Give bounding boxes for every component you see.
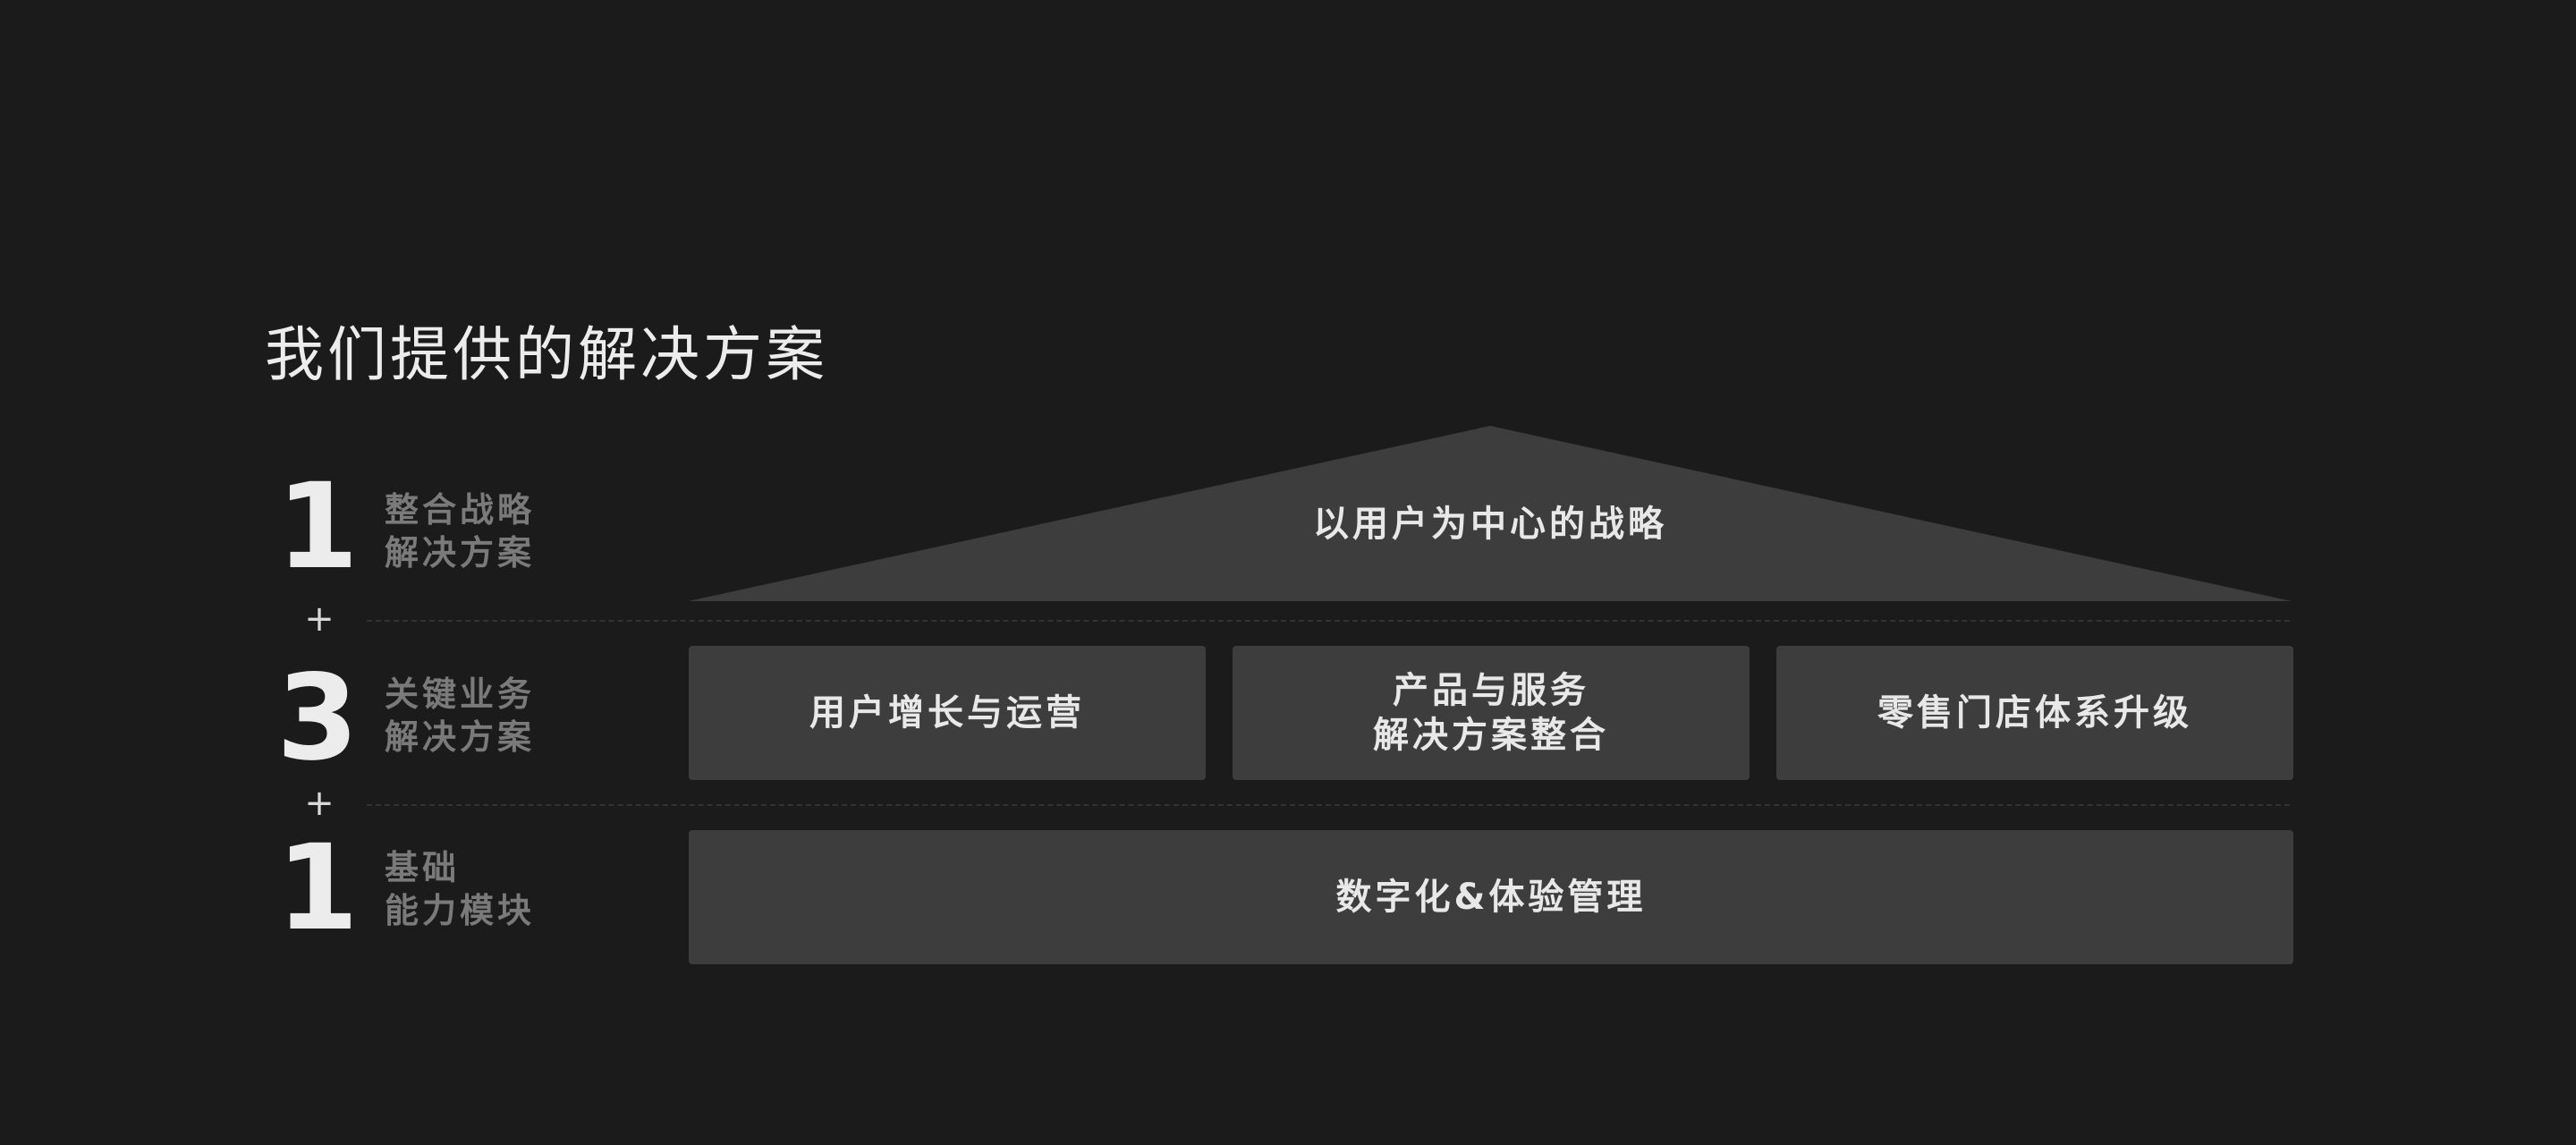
strategy-roof-triangle	[689, 426, 2292, 601]
solution-block-user-growth: 用户增长与运营	[689, 646, 1206, 780]
foundation-block: 数字化&体验管理	[689, 830, 2293, 964]
tier-1-label-line2: 解决方案	[385, 533, 536, 572]
solution-block-user-growth-label: 用户增长与运营	[809, 692, 1085, 734]
tier-2-number: 3	[276, 649, 359, 787]
strategy-roof-label: 以用户为中心的战略	[1313, 504, 1667, 545]
divider-1	[367, 620, 2290, 622]
tier-2-label-line1: 关键业务	[385, 674, 536, 714]
tier-2-label-line2: 解决方案	[385, 717, 536, 757]
page-title: 我们提供的解决方案	[265, 320, 828, 389]
plus-sign-1: +	[304, 598, 335, 640]
divider-2	[367, 804, 2290, 806]
tier-3-label-line1: 基础	[385, 848, 461, 887]
solution-block-product-service-text: 产品与服务 解决方案整合	[1373, 668, 1609, 758]
strategy-roof-shape	[689, 426, 2292, 601]
tier-1-label-line1: 整合战略	[385, 490, 536, 530]
tier-1-number: 1	[276, 458, 359, 596]
tier-3-label-line2: 能力模块	[385, 891, 536, 930]
foundation-block-label: 数字化&体验管理	[1335, 877, 1647, 918]
solution-block-product-service-line1: 产品与服务	[1393, 670, 1589, 711]
solution-block-product-service: 产品与服务 解决方案整合	[1233, 646, 1750, 780]
tier-2-label: 关键业务 解决方案	[385, 673, 535, 759]
tier-1-label: 整合战略 解决方案	[385, 488, 535, 574]
tier-3-number: 1	[276, 819, 359, 957]
plus-sign-2: +	[304, 783, 335, 824]
solution-block-product-service-line2: 解决方案整合	[1373, 715, 1609, 756]
tier-3-label: 基础 能力模块	[385, 846, 535, 932]
solution-block-retail-stores: 零售门店体系升级	[1776, 646, 2293, 780]
solution-block-retail-stores-label: 零售门店体系升级	[1877, 692, 2192, 734]
